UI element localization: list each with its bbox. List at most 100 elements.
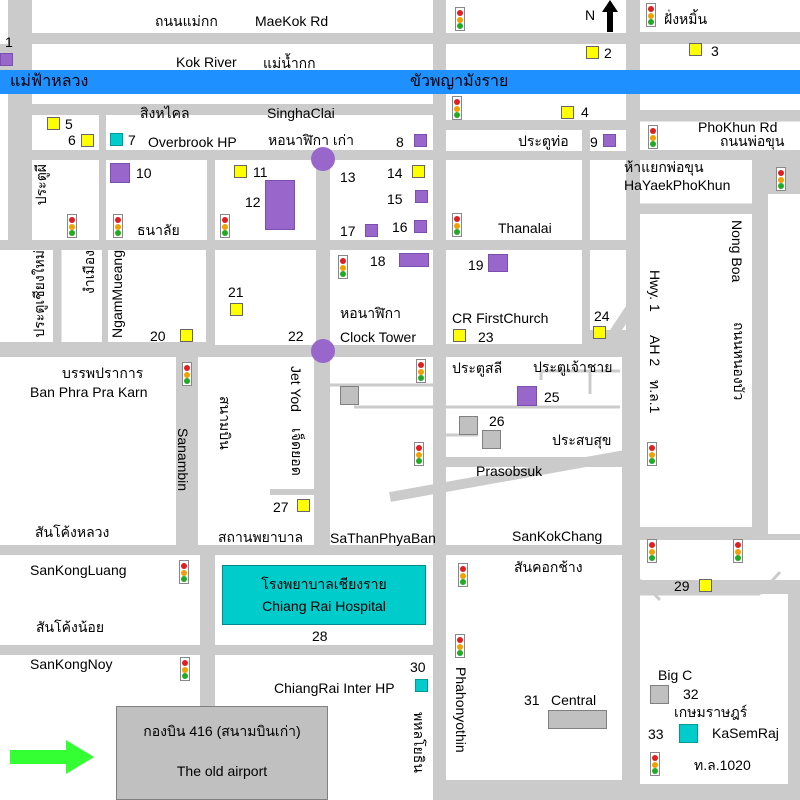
river-label-west: แม่ฟ้าหลวง <box>10 73 89 90</box>
guesthouse-marker-24[interactable] <box>593 326 606 339</box>
clock-tower-roundabout <box>311 339 335 363</box>
hotel-marker-10[interactable] <box>110 163 130 183</box>
marker-number: 5 <box>65 116 73 132</box>
hospital-marker-7[interactable] <box>110 133 123 146</box>
marker-number: 33 <box>648 726 664 742</box>
traffic-light-icon <box>455 7 465 31</box>
marker-number: 28 <box>312 628 328 644</box>
hotel-marker-15[interactable] <box>415 190 428 203</box>
guesthouse-marker-11[interactable] <box>234 165 247 178</box>
marker-number: 2 <box>604 45 612 61</box>
hotel-marker-25[interactable] <box>517 386 537 406</box>
guesthouse-marker-23[interactable] <box>453 329 466 342</box>
hospital-english-label: Chiang Rai Hospital <box>262 598 386 614</box>
block <box>0 94 8 240</box>
hotel-marker-18[interactable] <box>399 253 429 267</box>
place-label: KaSemRaj <box>712 725 779 741</box>
river-label-east: ขัวพญามังราย <box>410 73 509 90</box>
marker-number: 25 <box>544 389 560 405</box>
block <box>32 160 99 240</box>
traffic-light-icon <box>67 214 77 238</box>
green-arrow-icon <box>10 740 94 774</box>
street-label: สันโค้งหลวง <box>35 524 110 540</box>
hotel-marker-12[interactable] <box>265 180 295 230</box>
street-label: ประสบสุข <box>552 432 612 448</box>
hotel-marker-17[interactable] <box>365 224 378 237</box>
guesthouse-marker-2[interactable] <box>586 46 599 59</box>
hotel-marker-8[interactable] <box>414 134 427 147</box>
block <box>446 94 626 120</box>
block <box>0 250 53 342</box>
street-label: Prasobsuk <box>476 463 543 479</box>
marker-number: 23 <box>478 329 494 345</box>
north-label: N <box>585 7 596 23</box>
block <box>446 160 582 240</box>
north-arrow-icon <box>602 0 618 32</box>
street-label: SaThanPhyaBan <box>330 530 436 546</box>
street-label: หอนาฬิกา <box>340 305 401 321</box>
block <box>446 250 582 344</box>
guesthouse-marker-6[interactable] <box>81 134 94 147</box>
chiang-rai-hospital[interactable]: โรงพยาบาลเชียงราย Chiang Rai Hospital <box>222 565 426 625</box>
marker-number: 21 <box>228 284 244 300</box>
hotel-marker-16[interactable] <box>414 220 427 233</box>
block <box>106 115 433 150</box>
place-label: เกษมราษฎร์ <box>674 704 748 720</box>
traffic-light-icon <box>733 539 743 563</box>
guesthouse-marker-5[interactable] <box>47 117 60 130</box>
traffic-light-icon <box>414 442 424 466</box>
big-c-marker-32[interactable] <box>650 685 669 704</box>
guesthouse-marker-21[interactable] <box>230 303 243 316</box>
place-label: ChiangRai Inter HP <box>274 680 395 696</box>
street-label: ถนนหนองบัว <box>731 322 747 401</box>
hospital-marker-33[interactable] <box>679 724 698 743</box>
traffic-light-icon <box>646 3 656 27</box>
street-label: ห้าแยกพ่อขุน <box>624 159 704 175</box>
old-airport[interactable]: กองบิน 416 (สนามบินเก่า) The old airport <box>116 706 328 800</box>
hotel-marker-19[interactable] <box>488 254 508 272</box>
central-marker-31[interactable] <box>548 710 607 729</box>
block <box>32 0 433 33</box>
old-clock-tower-roundabout <box>311 147 335 171</box>
marker-number: 24 <box>594 308 610 324</box>
marker-number: 15 <box>387 191 403 207</box>
traffic-light-icon <box>458 563 468 587</box>
block <box>32 44 433 70</box>
guesthouse-marker-27[interactable] <box>297 499 310 512</box>
guesthouse-marker-29[interactable] <box>699 579 712 592</box>
marker-number: 32 <box>683 686 699 702</box>
hospital-marker-30[interactable] <box>415 679 428 692</box>
street-label: MaeKok Rd <box>255 13 329 29</box>
street-label: SanKongLuang <box>30 562 127 578</box>
marker-number: 31 <box>524 692 540 708</box>
traffic-light-icon <box>650 752 660 776</box>
airport-english-label: The old airport <box>176 763 268 779</box>
street-label: PhoKhun Rd <box>698 119 778 135</box>
street-label: เจ็ดยอด <box>289 428 305 476</box>
guesthouse-marker-20[interactable] <box>180 329 193 342</box>
hotel-marker-9[interactable] <box>603 134 616 147</box>
street-label: ประตูสลี <box>452 360 503 376</box>
block <box>446 555 622 780</box>
traffic-light-icon <box>455 634 465 658</box>
block <box>768 194 800 534</box>
hotel-marker-1[interactable] <box>0 53 13 66</box>
street-label: Hwy. 1 <box>647 270 663 312</box>
guesthouse-marker-3[interactable] <box>689 43 702 56</box>
marker-number: 8 <box>396 134 404 150</box>
traffic-light-icon <box>416 359 426 383</box>
guesthouse-marker-4[interactable] <box>561 106 574 119</box>
traffic-light-icon <box>648 125 658 149</box>
street-label: Phahonyothin <box>453 667 469 753</box>
guesthouse-marker-14[interactable] <box>412 165 425 178</box>
block <box>640 44 800 70</box>
street-label: HaYaekPhoKhun <box>624 177 731 193</box>
marker-number: 30 <box>410 659 426 675</box>
marker-number: 13 <box>340 169 356 185</box>
landmark-marker-26a <box>459 416 478 435</box>
marker-number: 29 <box>674 578 690 594</box>
marker-number: 19 <box>468 257 484 273</box>
block <box>590 160 626 240</box>
